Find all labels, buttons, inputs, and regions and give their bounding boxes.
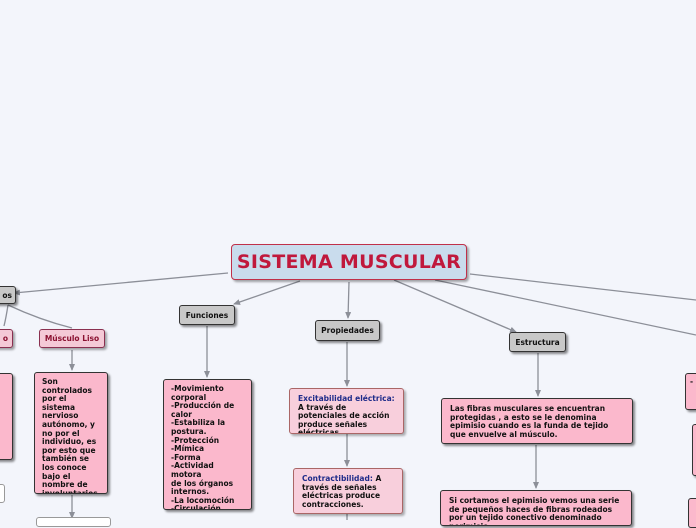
branch-tipos[interactable]: os <box>0 286 16 304</box>
right-partial-box-c[interactable] <box>688 498 696 528</box>
funciones-list[interactable]: -Movimiento corporal -Producción de calo… <box>163 379 252 510</box>
right-partial-box-a[interactable]: - <box>685 373 696 410</box>
excitabilidad-box[interactable]: Excitabilidad eléctrica: A través de pot… <box>289 388 404 434</box>
perimisio-box[interactable]: Si cortamos el epimisio vemos una serie … <box>440 490 632 526</box>
cut-description-box[interactable] <box>0 373 13 460</box>
cut-bottom-box[interactable] <box>36 517 111 527</box>
cut-plain-box[interactable] <box>0 484 5 503</box>
branch-funciones[interactable]: Funciones <box>179 305 235 325</box>
epimisio-box[interactable]: Las fibras musculares se encuentran prot… <box>441 398 633 444</box>
central-topic[interactable]: SISTEMA MUSCULAR <box>231 244 467 280</box>
musculo-liso-description[interactable]: Son controlados por el sistema nervioso … <box>34 372 108 494</box>
branch-estructura[interactable]: Estructura <box>509 332 566 352</box>
musculo-cut-label[interactable]: o <box>0 329 13 348</box>
contractibilidad-title: Contractibilidad: <box>302 474 373 483</box>
excitabilidad-text: A través de potenciales de acción produc… <box>298 402 390 434</box>
contractibilidad-box[interactable]: Contractibilidad: A través de señales el… <box>293 468 403 514</box>
branch-propiedades[interactable]: Propiedades <box>315 320 380 341</box>
musculo-liso-label[interactable]: Músculo Liso <box>39 329 105 348</box>
excitabilidad-title: Excitabilidad eléctrica: <box>298 394 395 403</box>
right-partial-box-b[interactable] <box>692 424 696 476</box>
contractibilidad-text: A través de señales eléctricas produce c… <box>302 474 382 509</box>
